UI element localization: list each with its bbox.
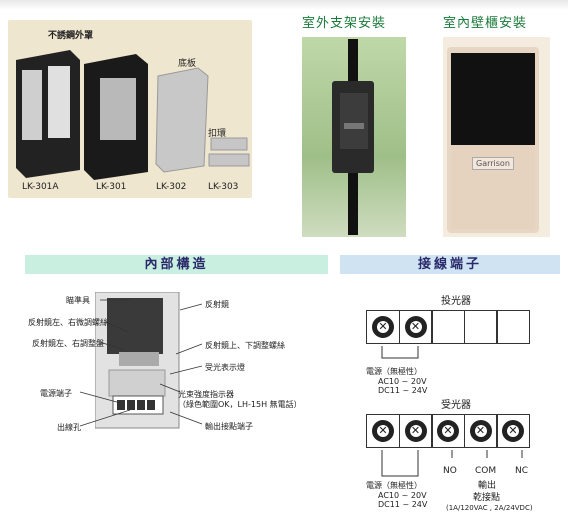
transmitter-title: 投光器: [441, 296, 471, 307]
terminal: [398, 414, 433, 448]
internal-structure-header: 內部構造: [25, 255, 328, 274]
model-label: LK-301: [96, 182, 127, 192]
indicator-label: 受光表示燈: [205, 363, 245, 372]
terminal-no-label: NO: [443, 466, 457, 476]
tx-dc-range: DC11 ~ 24V: [378, 386, 428, 395]
screw-icon: [404, 316, 427, 338]
receiver-title: 受光器: [441, 400, 471, 411]
outlet-label: 出線孔: [57, 423, 81, 432]
strength-indicator-label: 光束強度指示器: [178, 390, 234, 399]
wiring-terminal-header: 接線端子: [340, 255, 560, 274]
terminal: [496, 414, 530, 448]
output-terminal-label: 輸出接點端子: [205, 422, 253, 431]
lr-adjust-label: 反射鏡左、右調整盤: [32, 339, 104, 348]
rx-output-ticks: [451, 450, 523, 458]
cover-label: 不誘鋼外罩: [48, 31, 94, 41]
brand-tag: Garrison: [472, 157, 514, 170]
base-label: 底板: [178, 59, 197, 69]
ring-label: 扣環: [208, 129, 227, 139]
screw-icon: [372, 420, 394, 442]
power-bracket: [381, 346, 419, 359]
leader-lines: [79, 299, 203, 427]
strength-note: （綠色範圍OK，LH-15H 無電話）: [178, 400, 302, 409]
terminal: [431, 414, 465, 448]
reflector-label: 反射鏡: [205, 300, 229, 309]
dry-contact-label: 乾接點: [473, 493, 501, 503]
outdoor-install-caption: 室外支架安裝: [302, 16, 387, 31]
contact-rating: (1A/120VAC , 2A/24VDC): [446, 504, 533, 512]
screw-icon: [469, 420, 492, 442]
screw-icon: [502, 420, 524, 442]
screw-icon: [404, 420, 427, 442]
lr-screw-label: 反射鏡左、右微調螺絲: [28, 318, 108, 327]
ud-screw-label: 反射鏡上、下調整螺絲: [205, 341, 285, 350]
terminal-com-label: COM: [475, 466, 497, 476]
model-label: LK-301A: [22, 182, 59, 192]
product-photo-panel: [8, 20, 252, 198]
terminal-empty: [463, 310, 498, 344]
lens-label: 瞄準具: [66, 296, 90, 305]
indoor-install-photo: [443, 37, 550, 237]
top-edge: [0, 0, 568, 10]
terminal-empty: [496, 310, 530, 344]
model-label: LK-303: [208, 182, 239, 192]
transmitter-terminal-strip: [366, 310, 530, 344]
outdoor-install-photo: [302, 37, 406, 237]
output-label: 輸出: [478, 481, 497, 491]
rx-ac-range: AC10 ~ 20V: [378, 491, 427, 500]
tx-power-label: 電源（無極性）: [366, 367, 422, 376]
terminal-empty: [431, 310, 465, 344]
terminal: [366, 414, 400, 448]
accessory-illustration: [16, 50, 250, 180]
model-label: LK-302: [156, 182, 187, 192]
rx-dc-range: DC11 ~ 24V: [378, 500, 428, 509]
rx-power-label: 電源（無極性）: [366, 481, 422, 490]
terminal-nc-label: NC: [515, 466, 529, 476]
receiver-terminal-strip: [366, 414, 530, 448]
tx-ac-range: AC10 ~ 20V: [378, 377, 427, 386]
power-terminal-label: 電源端子: [40, 389, 72, 398]
screw-icon: [437, 420, 459, 442]
terminal: [366, 310, 400, 344]
rx-power-bracket: [381, 450, 419, 477]
indoor-install-caption: 室內壁櫃安裝: [443, 16, 528, 31]
terminal: [398, 310, 433, 344]
terminal: [463, 414, 498, 448]
screw-icon: [372, 316, 394, 338]
internal-structure-diagram: [95, 292, 180, 429]
